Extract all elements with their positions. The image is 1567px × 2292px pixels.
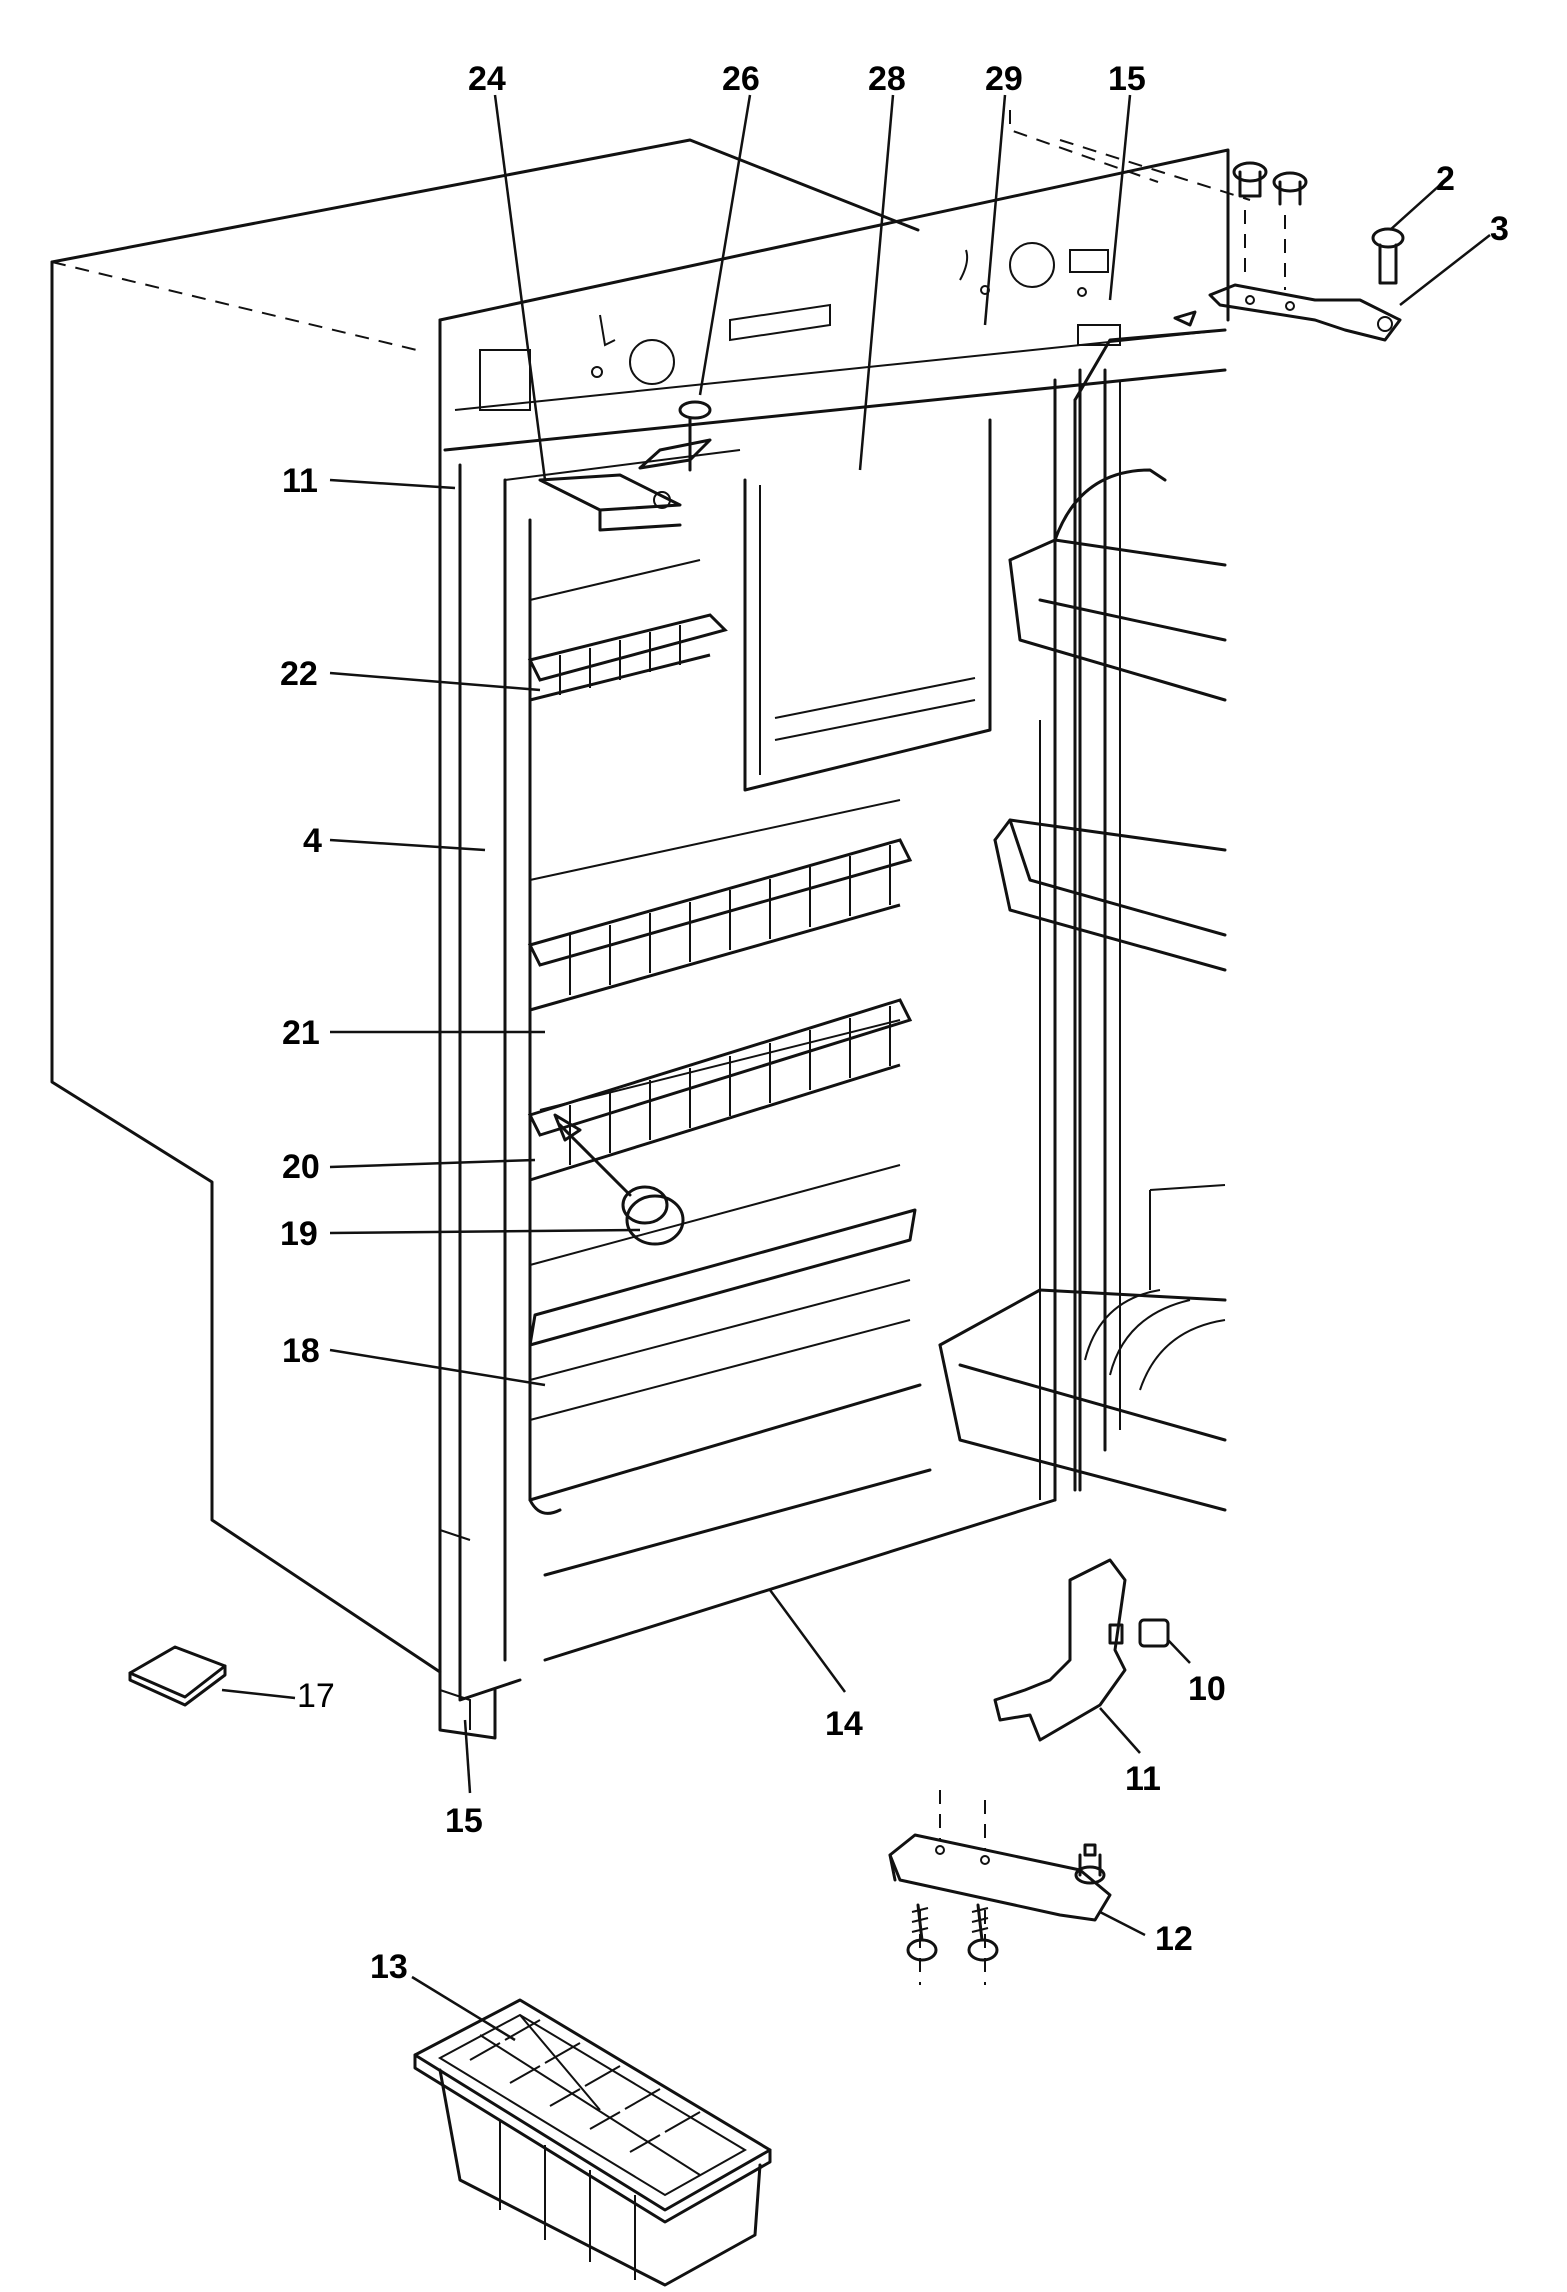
label-part-24: 24 [468, 60, 506, 98]
label-part-15-bottom: 15 [445, 1802, 483, 1840]
label-part-18: 18 [282, 1332, 320, 1370]
label-part-15-top: 15 [1108, 60, 1146, 98]
label-part-3: 3 [1490, 210, 1509, 248]
top-hinge-parts [1009, 110, 1405, 342]
label-part-17: 17 [297, 1677, 335, 1715]
label-part-12: 12 [1155, 1920, 1193, 1958]
label-part-2: 2 [1436, 160, 1455, 198]
foot-pad-part [128, 1645, 227, 1707]
refrigerator-door [938, 328, 1227, 1512]
wire-shelves [527, 613, 913, 1246]
label-part-10: 10 [1188, 1670, 1226, 1708]
ice-cube-tray-part [413, 1998, 772, 2287]
label-part-4: 4 [303, 822, 322, 860]
label-part-11-left: 11 [282, 462, 318, 500]
callout-labels: 24 26 28 29 15 2 3 11 22 4 21 20 19 18 1… [280, 60, 1509, 1986]
label-part-28: 28 [868, 60, 906, 98]
label-part-13: 13 [370, 1948, 408, 1986]
label-part-11-right: 11 [1125, 1760, 1161, 1798]
bottom-hinge-parts [888, 1790, 1112, 1985]
label-part-19: 19 [280, 1215, 318, 1253]
label-part-21: 21 [282, 1014, 320, 1052]
label-part-29: 29 [985, 60, 1023, 98]
label-part-14: 14 [825, 1705, 863, 1743]
label-part-20: 20 [282, 1148, 320, 1186]
cabinet-body [50, 138, 1230, 1740]
door-clip-parts [993, 1558, 1170, 1742]
label-part-26: 26 [722, 60, 760, 98]
label-part-22: 22 [280, 655, 318, 693]
leader-lines [221, 94, 1491, 2042]
